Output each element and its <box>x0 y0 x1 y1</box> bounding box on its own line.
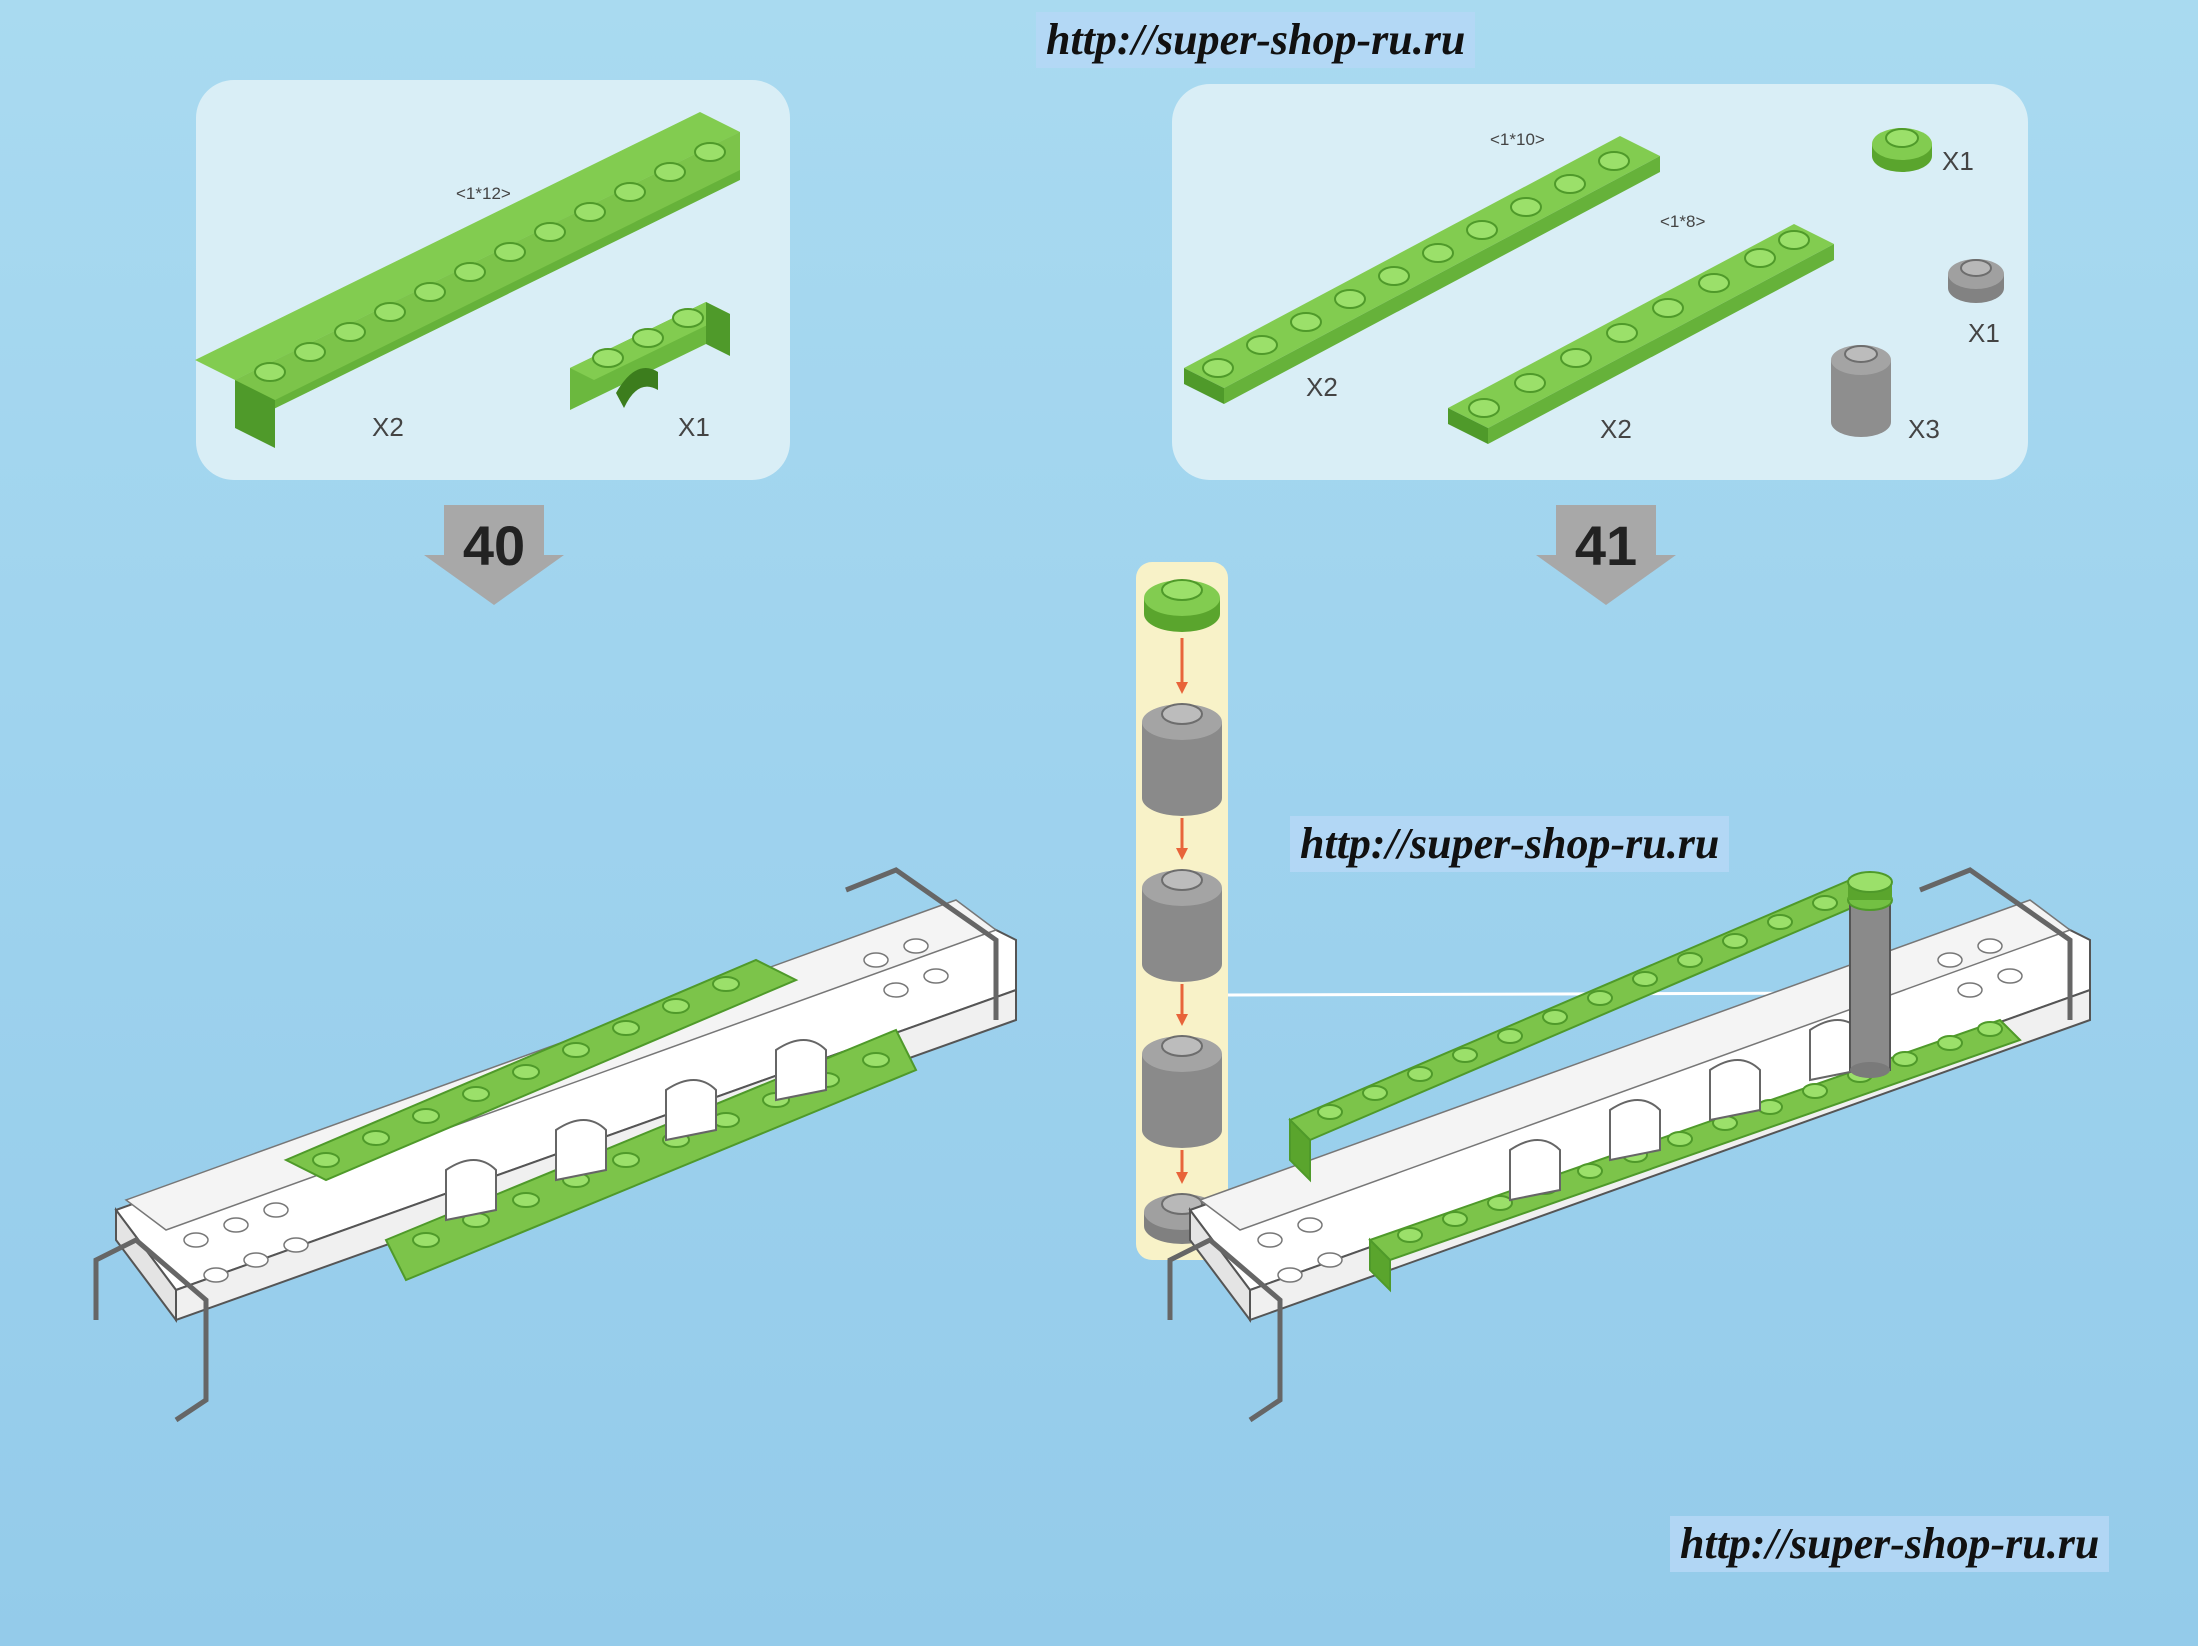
qty-label-arch: X1 <box>678 412 710 442</box>
round-plate-green <box>1872 128 1932 172</box>
step-41-number: 41 <box>1574 514 1638 577</box>
watermark-bottom: http://super-shop-ru.ru <box>1670 1516 2110 1572</box>
step-40-assembly <box>93 867 1017 1423</box>
step-41-arrow: 41 <box>1536 505 1676 605</box>
qty-label-1x8: X2 <box>1600 414 1632 444</box>
step-40-arrow: 40 <box>424 505 564 605</box>
qty-label-1x10: X2 <box>1306 372 1338 402</box>
step-40-number: 40 <box>462 514 526 577</box>
watermark-top: http://super-shop-ru.ru <box>1036 12 1476 68</box>
qty-label-round-grey-brick: X3 <box>1908 414 1940 444</box>
stack-sequence-diagram <box>1142 579 1222 1244</box>
qty-label-round-grey-plate: X1 <box>1968 318 2000 348</box>
stack-grey-brick-2 <box>1142 869 1222 982</box>
stack-grey-brick-1 <box>1142 703 1222 816</box>
qty-label-1x12: X2 <box>372 412 404 442</box>
brick-arch-green <box>570 302 730 410</box>
qty-label-round-green: X1 <box>1942 146 1974 176</box>
stack-grey-brick-3 <box>1142 1035 1222 1148</box>
brick-1x12-green <box>195 112 740 448</box>
plate-1x8-green <box>1448 224 1834 444</box>
step-41-assembly <box>1167 867 2091 1423</box>
stack-green-plate <box>1144 579 1220 632</box>
round-plate-grey <box>1948 259 2004 303</box>
callout-line <box>1227 991 1865 997</box>
round-brick-grey <box>1831 345 1891 437</box>
dim-label-1x10: <1*10> <box>1490 130 1545 149</box>
dim-label-1x12: <1*12> <box>456 184 511 203</box>
watermark-middle: http://super-shop-ru.ru <box>1290 816 1730 872</box>
dim-label-1x8: <1*8> <box>1660 212 1706 231</box>
plate-1x10-green <box>1184 136 1660 404</box>
step-41-pillar <box>1847 871 1893 1078</box>
